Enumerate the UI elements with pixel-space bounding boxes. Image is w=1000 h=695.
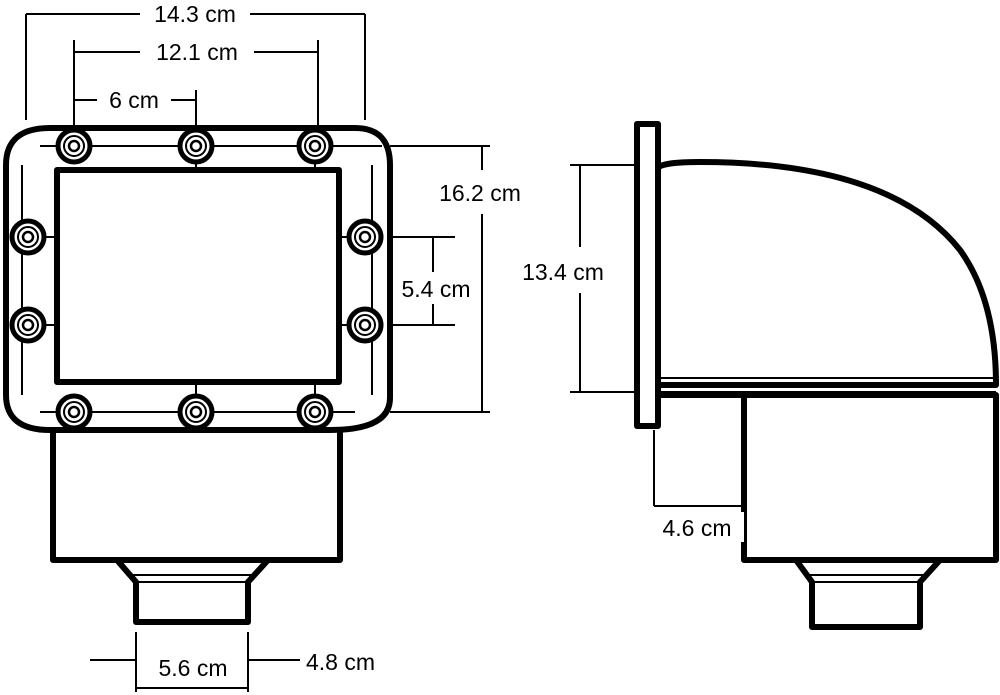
dim-side-bolt-spacing: 5.4 cm (388, 236, 476, 326)
bolt-right-lower (346, 306, 384, 344)
dim-outlet-outer-label: 4.8 cm (306, 649, 375, 675)
dim-side-bolt-spacing-label: 5.4 cm (401, 276, 470, 302)
bolt-left-lower (9, 306, 47, 344)
bolt-bottom-left (55, 393, 93, 431)
side-curved-body (655, 159, 999, 388)
front-view: 14.3 cm 12.1 cm 6 cm 16.2 cm (3, 1, 538, 692)
bolt-top-center (177, 127, 215, 165)
dim-flange-offset: 4.6 cm (653, 430, 744, 542)
bolt-left-upper (9, 218, 47, 256)
bolt-bottom-right (296, 393, 334, 431)
faceplate-opening (54, 167, 342, 385)
dim-bolt-pitch: 6 cm (73, 86, 197, 128)
bolt-bottom-center (177, 393, 215, 431)
side-outlet-reducer (793, 557, 943, 630)
dim-outlet: 5.6 cm 4.8 cm (90, 632, 375, 692)
side-view: 13.4 cm 4.6 cm (508, 121, 999, 630)
dim-flange-offset-label: 4.6 cm (662, 515, 731, 541)
side-lower-body (658, 392, 999, 563)
dim-bolt-spacing-width-label: 12.1 cm (156, 39, 238, 65)
dim-body-height: 13.4 cm (508, 164, 637, 393)
dim-bolt-pitch-label: 6 cm (109, 87, 159, 113)
bolt-top-right (296, 127, 334, 165)
dim-height: 16.2 cm (390, 145, 538, 413)
dim-outlet-inner-label: 5.6 cm (158, 655, 227, 681)
bolt-connectors (45, 160, 350, 396)
outlet-reducer (114, 557, 271, 625)
dim-outer-width: 14.3 cm (25, 1, 366, 120)
dim-height-label: 16.2 cm (439, 180, 521, 206)
dim-outer-width-label: 14.3 cm (154, 1, 236, 27)
bolt-ring-line (21, 145, 382, 413)
dim-body-height-label: 13.4 cm (522, 259, 604, 285)
bolt-right-upper (346, 218, 384, 256)
faceplate-outline (3, 125, 393, 433)
bolt-top-left (55, 127, 93, 165)
side-flange (634, 121, 661, 429)
skimmer-body (50, 430, 343, 563)
dim-bolt-spacing-width: 12.1 cm (73, 37, 319, 128)
